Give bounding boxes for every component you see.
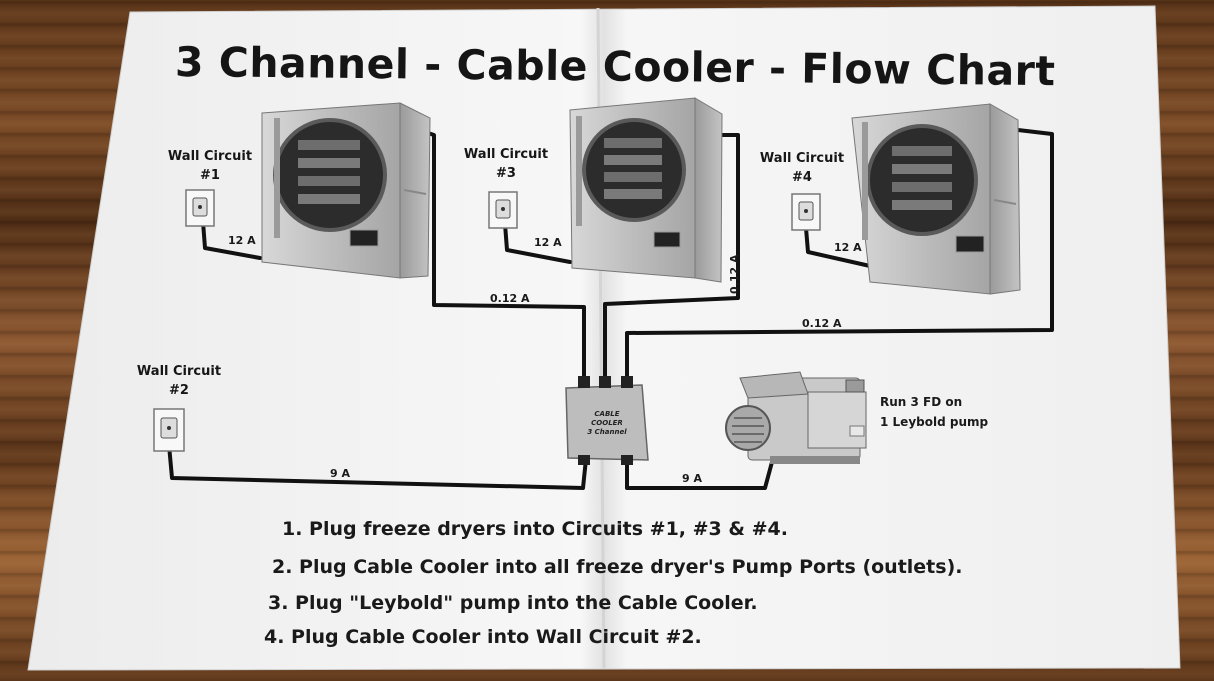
wall-circuit-1-text: Wall Circuit	[167, 149, 253, 164]
amp-label-fd3: 12 A	[834, 241, 862, 254]
cable-fd3-to-cooler	[625, 128, 1054, 385]
wall-circuit-3-label: Wall Circuit #3	[456, 145, 556, 183]
cable-cooler-box-icon	[565, 376, 649, 465]
cable-circuit1-to-fd1	[201, 220, 262, 260]
pump-note: Run 3 FD on 1 Leybold pump	[880, 392, 988, 432]
cable-fd2-to-cooler	[603, 133, 740, 385]
leybold-pump-icon	[725, 371, 867, 464]
wall-circuit-1-number: #1	[200, 168, 220, 183]
amp-label-out3: 0.12 A	[802, 317, 842, 330]
cable-cooler-label: CABLE COOLER 3 Channel	[576, 410, 638, 437]
amp-label-out1: 0.12 A	[490, 292, 530, 305]
instruction-step-2: 2. Plug Cable Cooler into all freeze dry…	[272, 556, 963, 578]
cable-cooler-to-pump	[625, 457, 774, 490]
instruction-step-4: 4. Plug Cable Cooler into Wall Circuit #…	[264, 626, 702, 648]
wall-outlet-4-icon	[791, 193, 821, 231]
wall-circuit-2-text: Wall Circuit	[136, 364, 222, 379]
cable-fd1-to-cooler	[426, 131, 586, 385]
cable-cooler-line2: COOLER	[591, 419, 623, 427]
amp-label-pump: 9 A	[682, 472, 702, 485]
freeze-dryer-3-icon	[851, 103, 1021, 295]
wall-circuit-2-number: #2	[169, 383, 189, 398]
instruction-step-1: 1. Plug freeze dryers into Circuits #1, …	[282, 518, 788, 540]
cable-circuit4-to-fd3	[804, 226, 872, 268]
amp-label-fd1: 12 A	[228, 234, 256, 247]
wall-circuit-4-label: Wall Circuit #4	[752, 149, 852, 187]
cable-cooler-line1: CABLE	[594, 410, 620, 418]
freeze-dryer-1-icon	[261, 102, 431, 279]
pump-note-line1: Run 3 FD on	[880, 395, 963, 409]
wall-outlet-3-icon	[488, 191, 518, 229]
wall-outlet-2-icon	[153, 408, 185, 452]
wall-circuit-2-label: Wall Circuit #2	[127, 362, 231, 400]
amp-label-fd2: 12 A	[534, 236, 562, 249]
cable-circuit2-to-cooler	[167, 443, 588, 490]
wall-outlet-1-icon	[185, 189, 215, 227]
wall-circuit-3-number: #3	[496, 166, 516, 181]
cable-circuit3-to-fd2	[503, 222, 572, 264]
amp-label-out2: 0.12 A	[728, 254, 741, 294]
amp-label-cooler-in: 9 A	[330, 467, 350, 480]
wall-circuit-3-text: Wall Circuit	[463, 147, 549, 162]
instruction-step-3: 3. Plug "Leybold" pump into the Cable Co…	[268, 592, 758, 614]
page-title: 3 Channel - Cable Cooler - Flow Chart	[174, 38, 1056, 96]
freeze-dryer-2-icon	[569, 97, 723, 283]
wall-circuit-4-number: #4	[792, 170, 812, 185]
pump-note-line2: 1 Leybold pump	[880, 415, 989, 429]
wall-circuit-4-text: Wall Circuit	[759, 151, 845, 166]
cable-cooler-line3: 3 Channel	[587, 428, 627, 436]
wall-circuit-1-label: Wall Circuit #1	[160, 147, 260, 185]
